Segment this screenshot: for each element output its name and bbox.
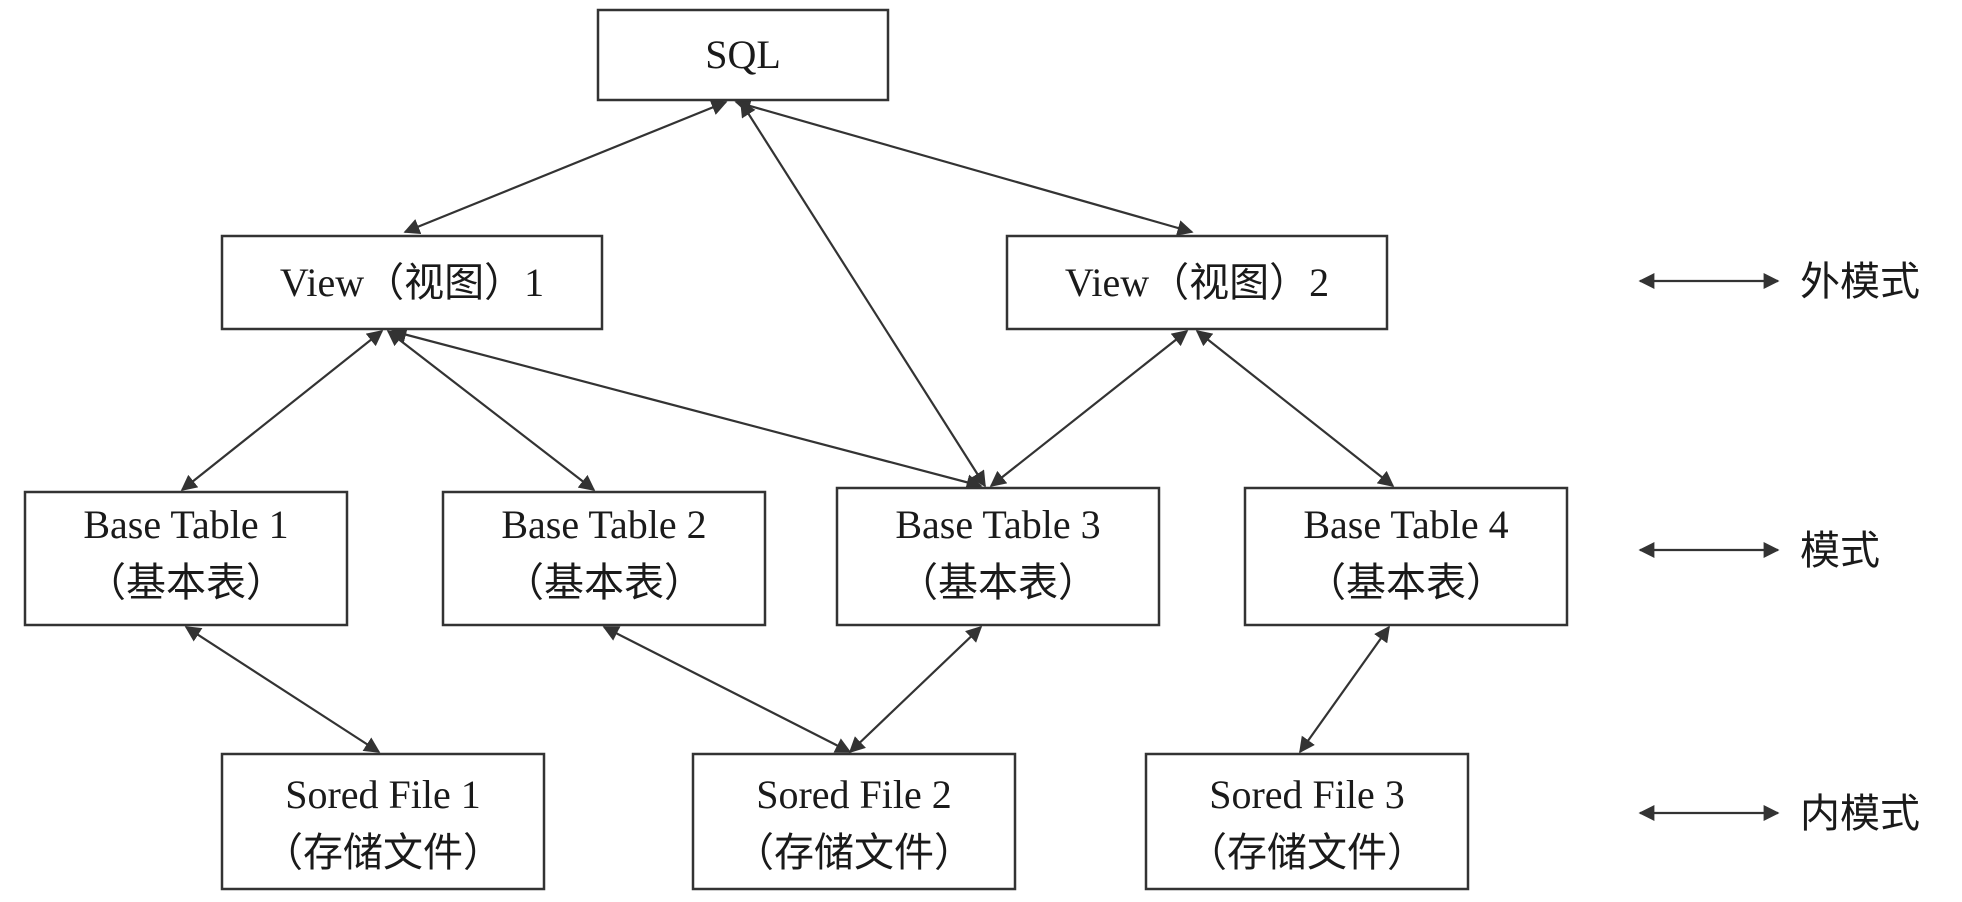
node-file3-sub: （存储文件） <box>1187 830 1427 875</box>
legend-conceptual: 模式 <box>1638 528 1880 574</box>
node-sql-label: SQL <box>705 32 781 77</box>
legend-conceptual-label: 模式 <box>1800 528 1880 574</box>
node-file1-label: Sored File 1 <box>285 772 481 817</box>
node-file1: Sored File 1 （存储文件） <box>220 752 546 891</box>
node-base3-label: Base Table 3 <box>895 502 1100 547</box>
node-base4-sub: （基本表） <box>1306 560 1506 605</box>
edge-view2-base3 <box>989 330 1189 487</box>
edge-sql-view2 <box>734 98 1194 236</box>
edge-base2-file2 <box>602 626 852 753</box>
legend-internal-label: 内模式 <box>1800 791 1920 837</box>
node-file3: Sored File 3 （存储文件） <box>1144 752 1470 891</box>
node-view1-label: View（视图）1 <box>280 260 544 305</box>
legend-internal: 内模式 <box>1638 791 1920 837</box>
edge-view1-base1 <box>180 330 384 491</box>
node-base3-sub: （基本表） <box>898 560 1098 605</box>
node-file2-label: Sored File 2 <box>756 772 952 817</box>
node-base1: Base Table 1 （基本表） <box>23 490 349 627</box>
node-base3: Base Table 3 （基本表） <box>835 486 1161 627</box>
node-base1-label: Base Table 1 <box>83 502 288 547</box>
edge-base1-file1 <box>184 626 381 753</box>
node-file2-sub: （存储文件） <box>734 830 974 875</box>
edge-base4-file3 <box>1299 625 1390 754</box>
node-base4: Base Table 4 （基本表） <box>1243 486 1569 627</box>
edge-sql-view1 <box>403 99 728 235</box>
node-base2: Base Table 2 （基本表） <box>441 490 767 627</box>
legend-external-label: 外模式 <box>1800 259 1920 305</box>
edge-view2-base4 <box>1195 330 1395 487</box>
legend-external: 外模式 <box>1638 259 1920 305</box>
node-view2: View（视图）2 <box>1005 234 1389 331</box>
edges-layer <box>180 98 1395 754</box>
node-view2-label: View（视图）2 <box>1065 260 1329 305</box>
node-base4-label: Base Table 4 <box>1303 502 1508 547</box>
node-file3-label: Sored File 3 <box>1209 772 1405 817</box>
legend: 外模式 模式 内模式 <box>1638 259 1920 837</box>
node-base1-sub: （基本表） <box>86 560 286 605</box>
node-base2-label: Base Table 2 <box>501 502 706 547</box>
node-sql: SQL <box>596 8 890 102</box>
edge-base3-file2 <box>848 625 983 754</box>
node-base2-sub: （基本表） <box>504 560 704 605</box>
node-file2: Sored File 2 （存储文件） <box>691 752 1017 891</box>
node-view1: View（视图）1 <box>220 234 604 331</box>
edge-view1-base2 <box>386 330 596 491</box>
edge-view1-base3 <box>390 326 983 491</box>
edge-sql-base3 <box>740 100 986 488</box>
node-file1-sub: （存储文件） <box>263 830 503 875</box>
